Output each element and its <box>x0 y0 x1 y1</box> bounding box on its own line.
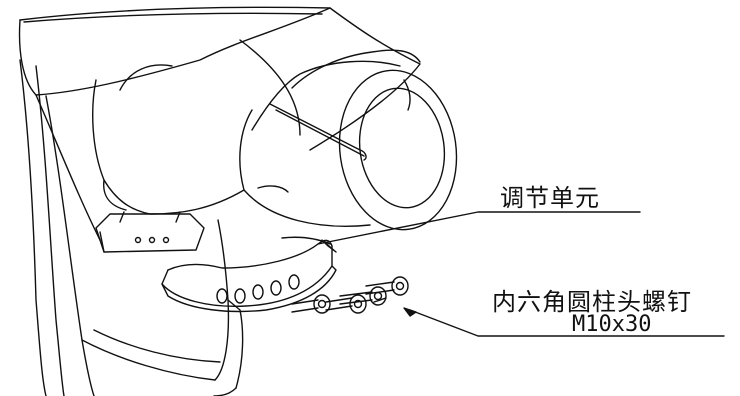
hex-screws <box>291 276 409 314</box>
adjustment-unit <box>161 236 337 313</box>
bracket <box>95 211 205 253</box>
adjustment-unit-label: 调节单元 <box>500 184 600 212</box>
cylinder-body <box>239 49 458 231</box>
screw-spec-label: M10x30 <box>572 312 652 337</box>
leg-frame <box>19 59 244 396</box>
joint-contour <box>92 64 245 215</box>
screw-name-label: 内六角圆柱头螺钉 <box>492 288 692 316</box>
leader-lines <box>317 211 725 337</box>
